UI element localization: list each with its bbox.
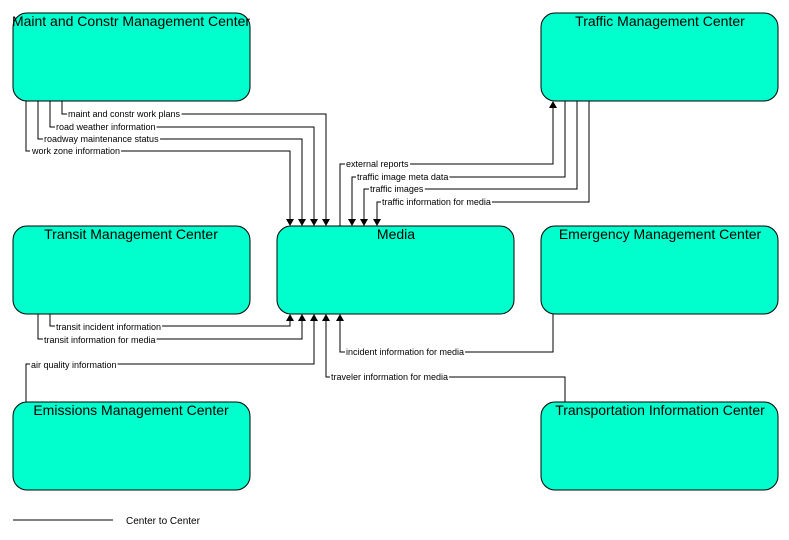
flow-external-reports[interactable]: external reports [339,101,557,226]
flow-label-background [67,109,182,119]
flow-label-background [345,347,466,357]
flow-label: air quality information [31,360,117,370]
node-label: Maint and Constr Management Center [12,13,250,29]
flow-label: maint and constr work plans [68,109,181,119]
flow-label: transit information for media [44,335,156,345]
flow-label-background [369,184,425,194]
flow-label-background [356,172,450,182]
node-label: Emissions Management Center [33,402,229,418]
legend: Center to Center [13,516,201,527]
node-label: Transportation Information Center [555,402,765,418]
flow-label-background [55,122,157,132]
flow-traffic-image-meta[interactable]: traffic image meta data [348,101,566,226]
flow-label: traffic information for media [382,197,491,207]
flow-label-background [345,159,411,169]
flow-label: road weather information [56,122,156,132]
flow-label-background [381,197,492,207]
node-transit-management-center[interactable]: Transit Management Center [12,225,251,315]
node-label: Media [377,226,415,242]
node-emergency-management-center[interactable]: Emergency Management Center [540,225,779,315]
legend-label: Center to Center [126,516,201,527]
flow-work-zone[interactable]: work zone information [25,101,294,226]
node-traffic-management-center[interactable]: Traffic Management Center [540,12,779,102]
flow-label: transit incident information [56,322,161,332]
flow-transit-incident[interactable]: transit incident information [49,314,294,332]
flow-label-background [55,322,163,332]
node-media[interactable]: Media [276,225,515,315]
flow-traffic-images[interactable]: traffic images [360,101,578,226]
flow-incident-info-media[interactable]: incident information for media [336,314,554,357]
flow-maint-work-plans[interactable]: maint and constr work plans [61,101,330,226]
node-emissions-management-center[interactable]: Emissions Management Center [12,401,251,491]
flow-traveler-info-media[interactable]: traveler information for media [322,314,566,402]
flow-label-background [30,146,122,156]
flow-label-background [43,335,157,345]
flow-transit-info-media[interactable]: transit information for media [37,314,306,345]
flow-traffic-info-media[interactable]: traffic information for media [373,101,590,226]
flow-label-background [330,372,450,382]
flow-label: external reports [346,159,409,169]
flow-label: incident information for media [346,347,464,357]
node-label: Transit Management Center [44,226,218,242]
flow-road-weather[interactable]: road weather information [49,101,318,226]
flow-label: work zone information [31,146,120,156]
node-label: Emergency Management Center [559,226,762,242]
flow-label: traffic image meta data [357,172,448,182]
flow-air-quality[interactable]: air quality information [25,314,318,402]
node-maint-constr-management-center[interactable]: Maint and Constr Management Center [12,12,251,102]
flow-label-background [30,360,118,370]
node-transportation-information-center[interactable]: Transportation Information Center [540,401,779,491]
flow-label: traveler information for media [331,372,448,382]
node-label: Traffic Management Center [575,13,745,29]
flow-label-background [43,134,161,144]
flow-roadway-maint-status[interactable]: roadway maintenance status [37,101,306,226]
flow-label: traffic images [370,184,424,194]
flow-label: roadway maintenance status [44,134,159,144]
